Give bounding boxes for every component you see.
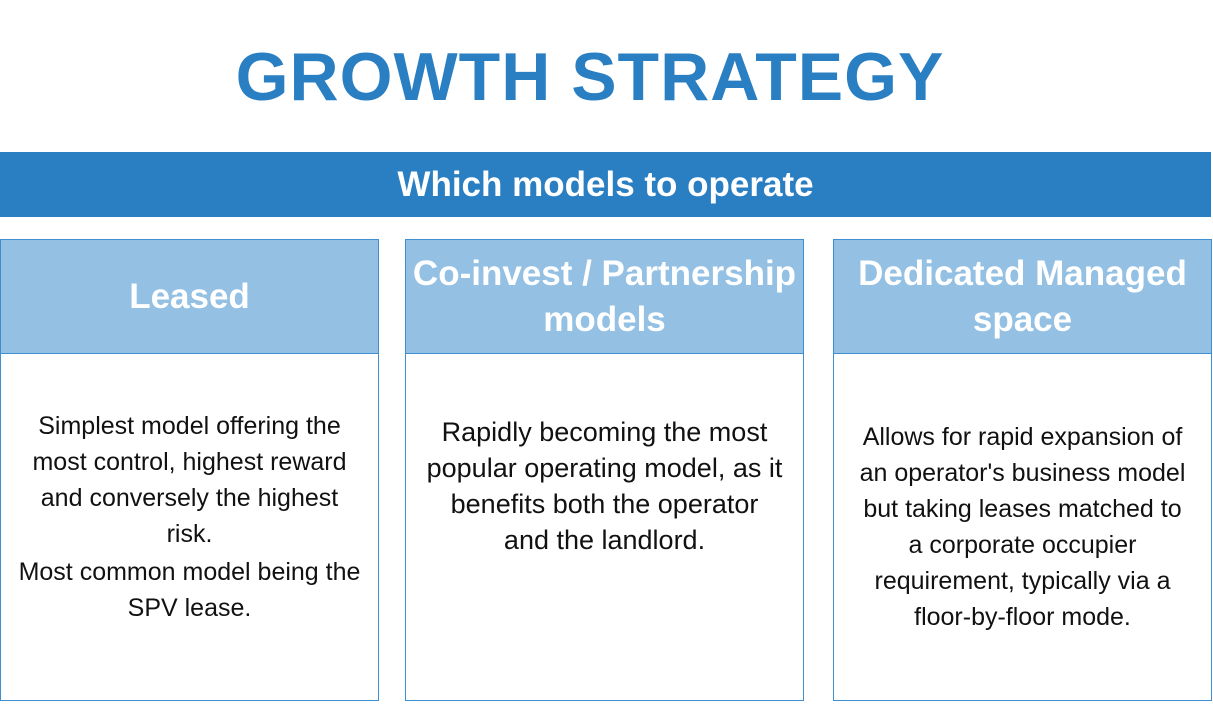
card-leased: Leased Simplest model offering the most … [0, 239, 379, 701]
card-body: Rapidly becoming the most popular operat… [406, 354, 803, 700]
card-text: Allows for rapid expansion of an operato… [859, 423, 1186, 631]
card-body: Allows for rapid expansion of an operato… [834, 354, 1211, 700]
slide-title: GROWTH STRATEGY [235, 39, 945, 115]
card-body: Simplest model offering the most control… [1, 354, 378, 700]
card-text: Rapidly becoming the most popular operat… [426, 417, 783, 555]
section-banner: Which models to operate [0, 152, 1211, 217]
card-heading: Dedicated Managed space [834, 240, 1211, 354]
card-text: Simplest model offering the most control… [32, 412, 347, 548]
card-heading: Co-invest / Partnership models [406, 240, 803, 354]
card-dedicated-managed: Dedicated Managed space Allows for rapid… [833, 239, 1212, 701]
card-text: Most common model being the SPV lease. [18, 558, 361, 622]
card-co-invest: Co-invest / Partnership models Rapidly b… [405, 239, 804, 701]
card-heading: Leased [1, 240, 378, 354]
